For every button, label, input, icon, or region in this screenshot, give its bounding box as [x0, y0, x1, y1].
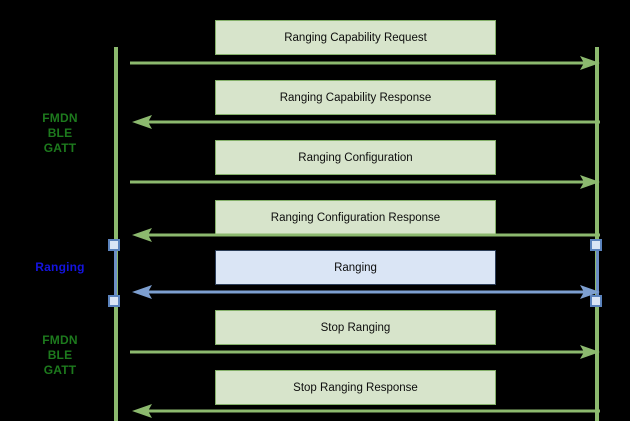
arrow-right-ranging-capability-request	[130, 56, 600, 70]
arrow-left-ranging-capability-response	[132, 115, 600, 129]
arrow-bidirectional-ranging	[132, 285, 600, 299]
ranging-node-left-bottom	[108, 295, 120, 307]
message-box-ranging-capability-response: Ranging Capability Response	[215, 80, 496, 115]
arrow-right-stop-ranging	[130, 345, 600, 359]
phase-label-fmdn-gatt-top: FMDN BLE GATT	[42, 111, 78, 155]
ranging-activation-bar-left	[114, 246, 117, 302]
phase-label-fmdn-gatt-bottom: FMDN BLE GATT	[42, 333, 78, 377]
message-box-ranging: Ranging	[215, 250, 496, 285]
ranging-node-right-bottom	[590, 295, 602, 307]
message-box-stop-ranging: Stop Ranging	[215, 310, 496, 345]
ranging-node-left-top	[108, 239, 120, 251]
phase-label-ranging: Ranging	[35, 260, 85, 274]
arrow-right-ranging-configuration	[130, 175, 600, 189]
arrow-left-ranging-configuration-response	[132, 228, 600, 242]
ranging-activation-bar-right	[596, 246, 599, 302]
arrow-left-stop-ranging-response	[132, 404, 600, 418]
left-lifeline	[114, 47, 118, 421]
message-box-ranging-configuration: Ranging Configuration	[215, 140, 496, 175]
message-box-stop-ranging-response: Stop Ranging Response	[215, 370, 496, 405]
message-box-ranging-capability-request: Ranging Capability Request	[215, 20, 496, 55]
ranging-node-right-top	[590, 239, 602, 251]
